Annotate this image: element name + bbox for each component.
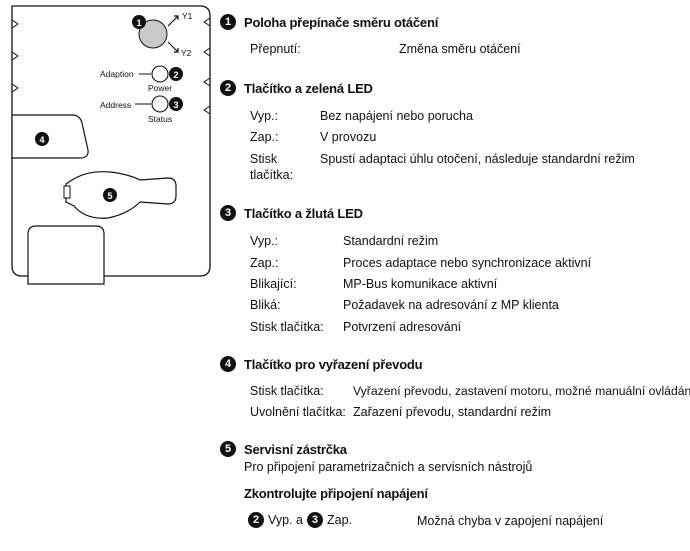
badge-4-label: 4 <box>39 135 44 145</box>
badge-1-label: 1 <box>136 18 141 28</box>
power-led-button[interactable] <box>151 65 169 83</box>
check-badge-2: 2 <box>248 512 264 528</box>
section-4-header: 4 Tlačítko pro vyřazení převodu <box>220 356 423 372</box>
s1-row-1-val: Změna směru otáčení <box>399 42 521 56</box>
device-diagram: 1 Y1 Y2 Adaption 2 Power Address 3 Statu… <box>11 5 211 285</box>
s4-row-1-val: Vyřazení převodu, zastavení motoru, možn… <box>353 384 690 398</box>
section-3-badge: 3 <box>220 205 236 221</box>
s3-row-1-key: Vyp.: <box>250 234 279 248</box>
s2-row-1-key: Vyp.: <box>250 109 279 123</box>
badge-4 <box>35 132 49 146</box>
status-led-button[interactable] <box>151 95 169 113</box>
arrow-y1-icon <box>167 15 179 27</box>
label-power: Power <box>148 83 172 93</box>
s3-row-5-val: Potvrzení adresování <box>343 320 462 334</box>
badge-3 <box>169 97 183 111</box>
label-y1: Y1 <box>182 11 193 21</box>
s3-row-2-key: Zap.: <box>250 256 279 270</box>
s3-row-2-val: Proces adaptace nebo synchronizace aktiv… <box>343 256 592 270</box>
badge-1 <box>132 15 146 29</box>
section-4-badge: 4 <box>220 356 236 372</box>
arrow-y2-icon <box>167 41 179 53</box>
section-5-badge: 5 <box>220 441 236 457</box>
section-5-header: 5 Servisní zástrčka <box>220 441 347 457</box>
badge-3-label: 3 <box>173 100 178 110</box>
badge-5-label: 5 <box>107 191 112 201</box>
label-adaption: Adaption <box>100 69 134 79</box>
label-y2: Y2 <box>181 48 192 58</box>
s2-row-1-val: Bez napájení nebo porucha <box>320 109 473 123</box>
right-clips <box>203 17 211 115</box>
s5-description: Pro připojení parametrizačních a servisn… <box>244 460 533 474</box>
section-2-badge: 2 <box>220 80 236 96</box>
check-badge-3: 3 <box>306 512 323 528</box>
section-3-title: Tlačítko a žlutá LED <box>244 205 363 221</box>
s1-row-1-key: Přepnutí: <box>250 42 301 56</box>
gear-release-button[interactable] <box>11 114 89 159</box>
section-2-header: 2 Tlačítko a zelená LED <box>220 80 373 96</box>
section-5-title: Servisní zástrčka <box>244 441 347 457</box>
section-3-header: 3 Tlačítko a žlutá LED <box>220 205 363 221</box>
section-1-title: Poloha přepínače směru otáčení <box>244 14 439 30</box>
badge-5 <box>103 188 117 202</box>
section-1-badge: 1 <box>220 14 236 30</box>
badge-2-label: 2 <box>173 70 178 80</box>
rotation-switch[interactable] <box>138 19 168 49</box>
left-clips <box>11 19 19 93</box>
s4-row-1-key: Stisk tlačítka: <box>250 384 324 398</box>
s2-row-2-key: Zap.: <box>250 130 279 144</box>
s3-row-4-val: Požadavek na adresování z MP klienta <box>343 298 559 312</box>
check-part-b: Zap. <box>326 513 352 527</box>
s3-row-3-key: Blikající: <box>250 277 297 291</box>
section-1-header: 1 Poloha přepínače směru otáčení <box>220 14 438 30</box>
check-power-result: Možná chyba v zapojení napájení <box>417 514 604 528</box>
s3-row-5-key: Stisk tlačítka: <box>250 320 324 334</box>
check-part-a: Vyp. a <box>268 513 303 527</box>
s2-row-3-key: Stisk <box>250 152 278 166</box>
label-status: Status <box>148 114 172 124</box>
label-address: Address <box>100 100 131 110</box>
s3-row-1-val: Standardní režim <box>343 234 439 248</box>
s2-row-2-val: V provozu <box>320 130 377 144</box>
s4-row-2-key: Uvolnění tlačítka: <box>250 405 346 419</box>
s2-row-3-val: Spustí adaptaci úhlu otočení, následuje … <box>320 152 635 166</box>
service-plug[interactable] <box>65 171 177 219</box>
section-4-title: Tlačítko pro vyřazení převodu <box>244 356 423 372</box>
section-2-title: Tlačítko a zelená LED <box>244 80 373 96</box>
s4-row-2-val: Zařazení převodu, standardní režim <box>353 405 552 419</box>
s3-row-4-key: Bliká: <box>250 298 281 312</box>
check-power-condition: 2 Vyp. a 3 Zap. <box>248 512 352 528</box>
s3-row-3-val: MP-Bus komunikace aktivní <box>343 277 498 291</box>
check-power-title: Zkontrolujte připojení napájení <box>244 486 428 501</box>
s2-row-3-key-line2: tlačítka: <box>250 168 294 182</box>
badge-2 <box>169 67 183 81</box>
connector-block <box>27 225 105 285</box>
